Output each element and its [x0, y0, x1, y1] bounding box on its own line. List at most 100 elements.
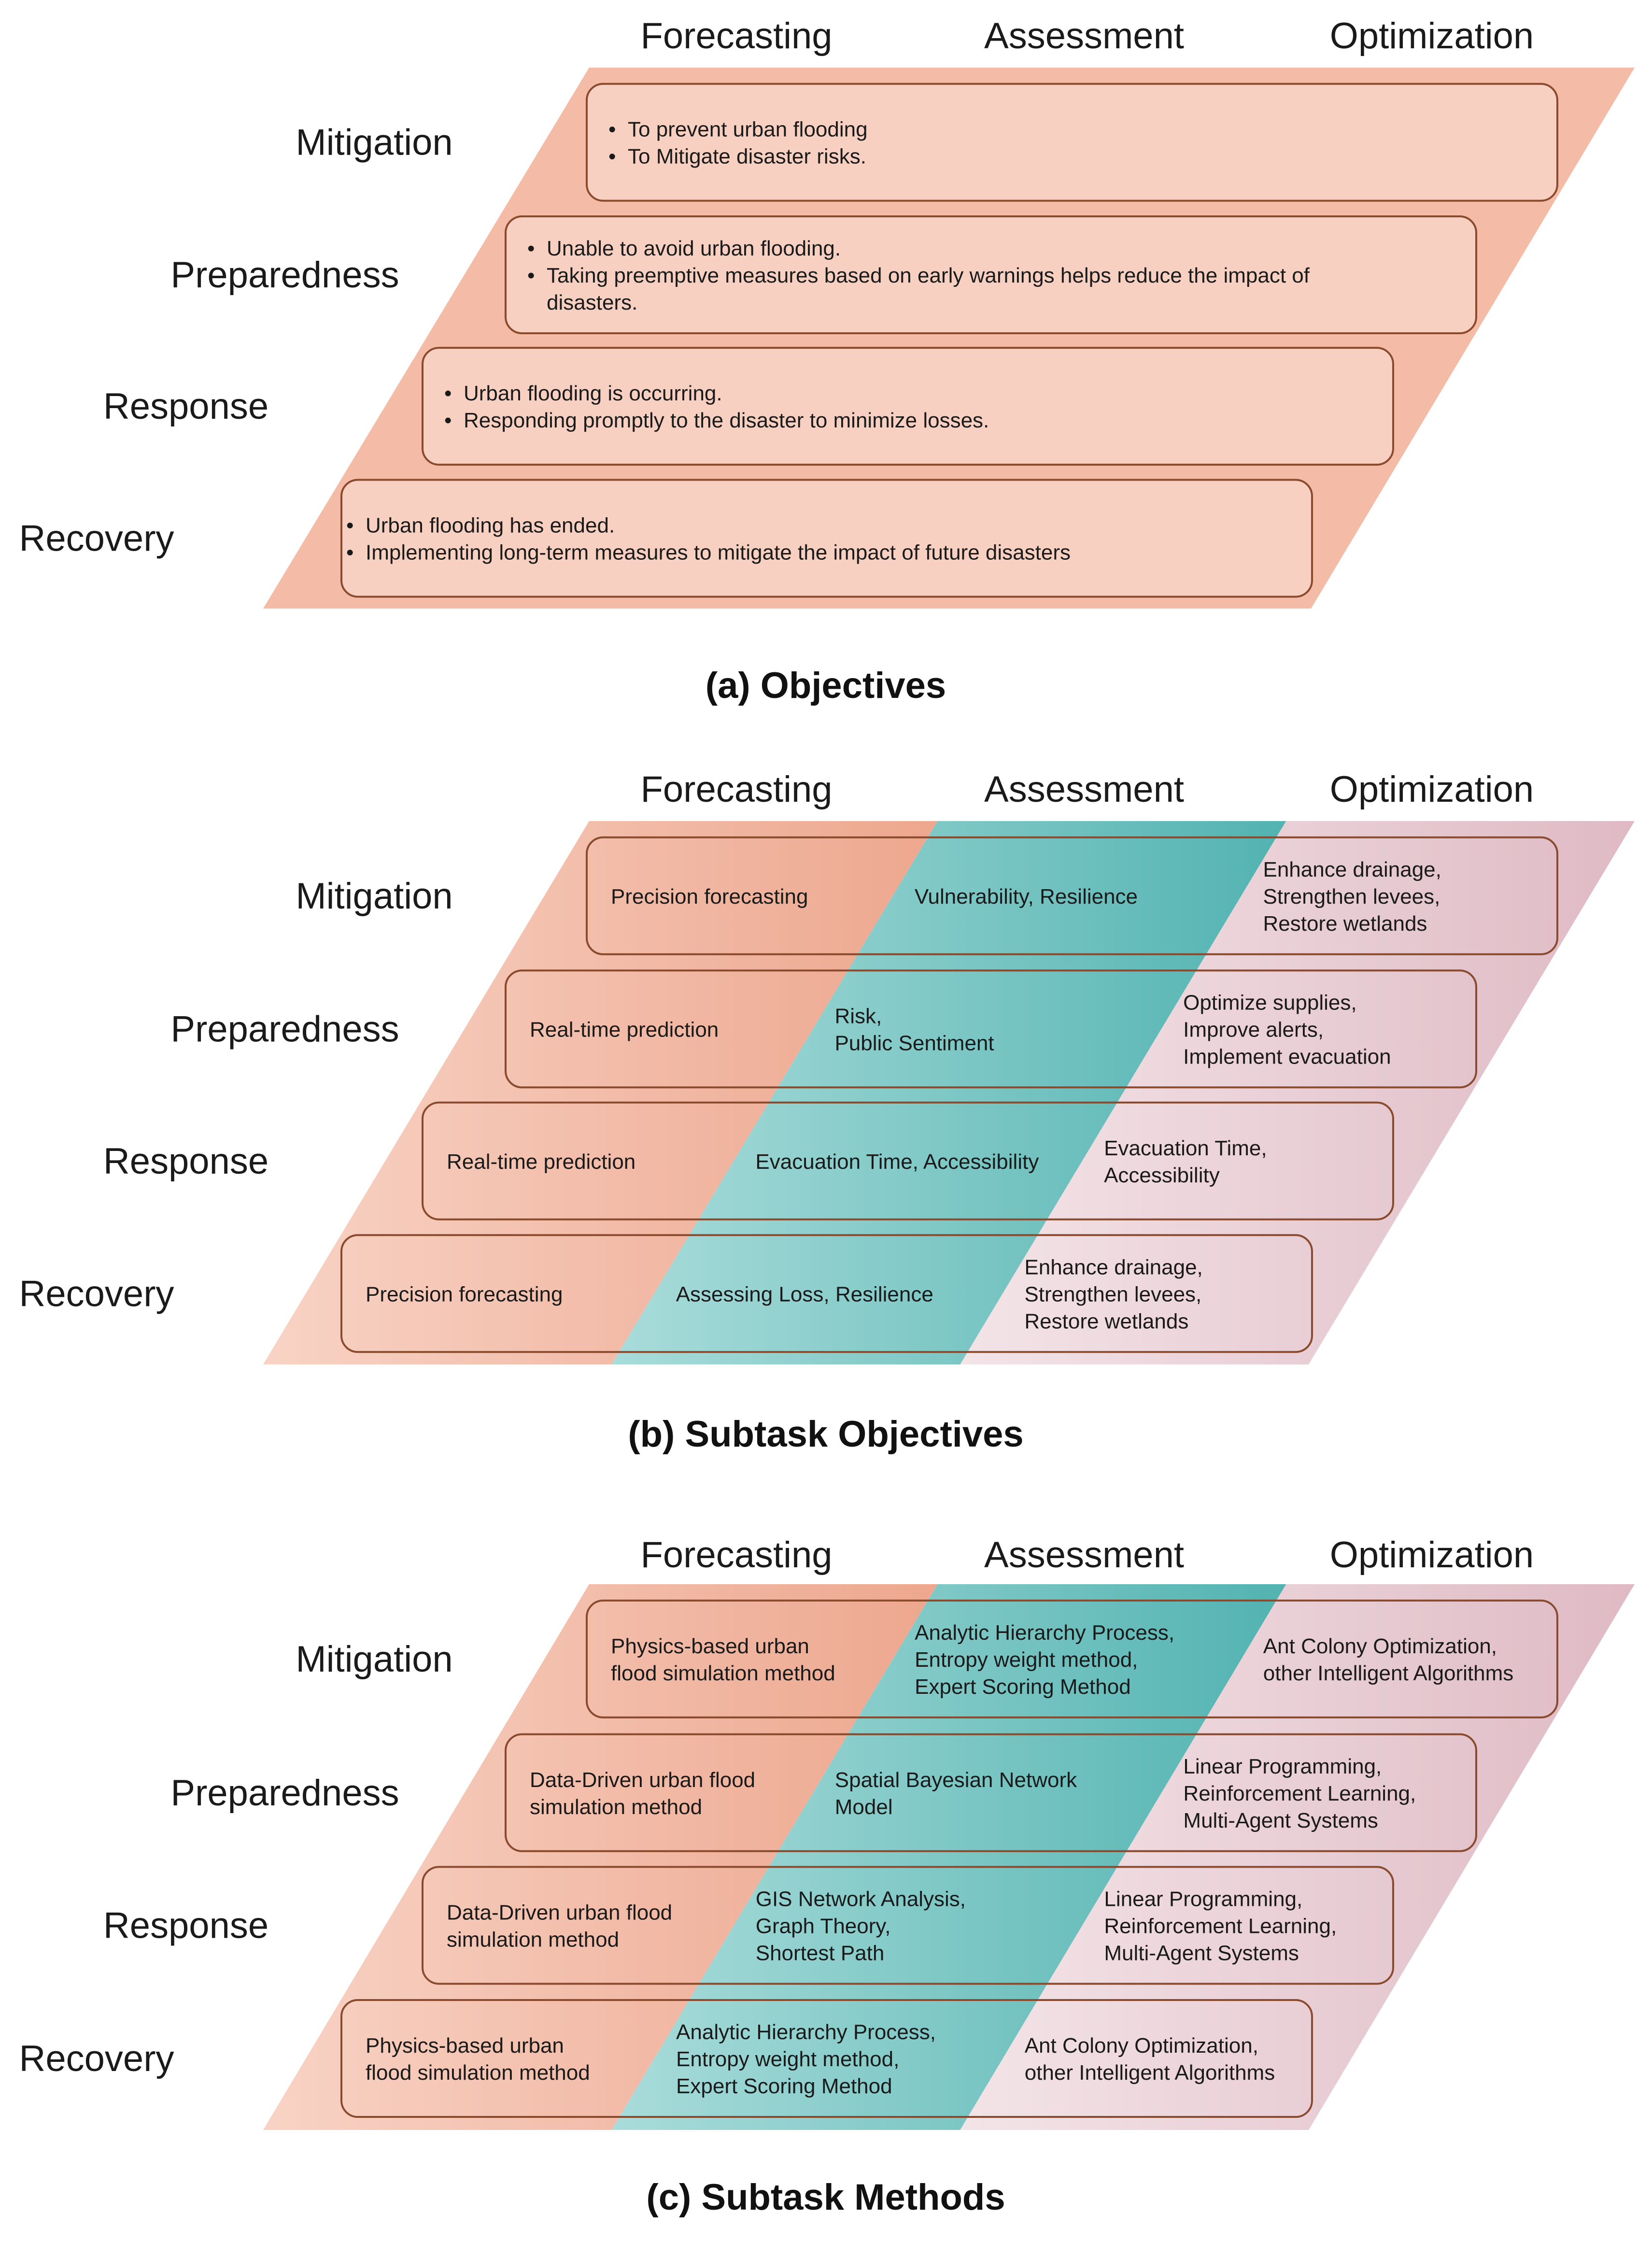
row-label-preparedness: Preparedness	[170, 1773, 399, 1814]
subtask-method-forecasting: Physics-based urban	[611, 1634, 809, 1658]
column-header-optimization: Optimization	[1330, 769, 1534, 810]
subtask-method-assessment: GIS Network Analysis,	[756, 1887, 966, 1911]
subtask-method-optimization: Reinforcement Learning,	[1104, 1914, 1337, 1938]
forecasting-band	[263, 821, 938, 1364]
subtask-objective-assessment: Evacuation Time, Accessibility	[755, 1150, 1039, 1174]
subtask-objective-optimization: Enhance drainage,	[1263, 858, 1441, 881]
optimization-band	[960, 821, 1635, 1364]
subtask-objective-optimization: Strengthen levees,	[1263, 885, 1440, 908]
subtask-method-assessment: Analytic Hierarchy Process,	[676, 2020, 936, 2044]
row-box-response	[422, 1866, 1394, 1985]
column-header-assessment: Assessment	[984, 769, 1184, 810]
objective-text: Urban flooding is occurring.	[464, 382, 722, 405]
bullet-icon: •	[527, 237, 535, 260]
subtask-method-assessment: Analytic Hierarchy Process,	[915, 1621, 1174, 1645]
background-band	[263, 68, 1635, 609]
subtask-method-assessment: Shortest Path	[756, 1941, 885, 1965]
subtask-objective-assessment: Public Sentiment	[834, 1031, 994, 1055]
objective-text: To Mitigate disaster risks.	[628, 145, 866, 169]
bullet-icon: •	[444, 382, 452, 405]
subtask-objective-optimization: Optimize supplies,	[1183, 991, 1356, 1014]
subtask-method-optimization: other Intelligent Algorithms	[1025, 2061, 1275, 2085]
subtask-method-forecasting: simulation method	[447, 1928, 619, 1951]
column-header-forecasting: Forecasting	[640, 15, 832, 57]
row-label-response: Response	[103, 1141, 268, 1182]
subtask-objective-optimization: Strengthen levees,	[1024, 1282, 1201, 1306]
row-box-response	[422, 1101, 1394, 1220]
panel-b	[263, 821, 1635, 1364]
subtask-objective-forecasting: Real-time prediction	[447, 1150, 635, 1174]
subtask-objective-optimization: Restore wetlands	[1263, 912, 1427, 936]
objective-text: Urban flooding has ended.	[366, 513, 615, 537]
subtask-method-optimization: Ant Colony Optimization,	[1263, 1634, 1497, 1658]
subtask-method-assessment: Expert Scoring Method	[676, 2074, 892, 2098]
subtask-method-assessment: Entropy weight method,	[676, 2047, 899, 2071]
panel-caption: (a) Objectives	[706, 665, 946, 706]
bullet-icon: •	[346, 513, 353, 537]
subtask-objective-optimization: Restore wetlands	[1024, 1309, 1188, 1333]
row-label-response: Response	[103, 1905, 268, 1946]
assessment-band	[611, 1584, 1286, 2130]
subtask-method-assessment: Entropy weight method,	[915, 1648, 1138, 1672]
subtask-method-forecasting: Data-Driven urban flood	[530, 1768, 755, 1792]
subtask-method-optimization: Reinforcement Learning,	[1183, 1782, 1416, 1805]
subtask-method-assessment: Model	[835, 1795, 893, 1819]
row-label-preparedness: Preparedness	[170, 1008, 399, 1050]
subtask-method-optimization: Linear Programming,	[1104, 1887, 1302, 1911]
objective-text: Unable to avoid urban flooding.	[547, 237, 841, 260]
subtask-objective-optimization: Evacuation Time,	[1104, 1136, 1267, 1160]
column-header-assessment: Assessment	[984, 15, 1184, 57]
subtask-method-forecasting: Data-Driven urban flood	[447, 1901, 672, 1924]
subtask-objective-forecasting: Precision forecasting	[611, 885, 808, 908]
subtask-method-optimization: Linear Programming,	[1183, 1755, 1382, 1778]
objective-text: disasters.	[547, 291, 637, 314]
bullet-icon: •	[444, 409, 452, 432]
subtask-method-assessment: Graph Theory,	[756, 1914, 891, 1938]
subtask-method-forecasting: flood simulation method	[611, 1661, 835, 1685]
row-label-mitigation: Mitigation	[296, 122, 452, 163]
row-label-response: Response	[103, 386, 268, 427]
row-box-mitigation	[586, 1599, 1558, 1718]
row-label-mitigation: Mitigation	[296, 876, 452, 917]
row-label-recovery: Recovery	[19, 1273, 174, 1314]
objective-text: Implementing long-term measures to mitig…	[366, 540, 1071, 564]
bullet-icon: •	[608, 145, 616, 169]
row-box-preparedness	[505, 969, 1477, 1089]
subtask-objective-assessment: Assessing Loss, Resilience	[676, 1282, 933, 1306]
row-box-recovery	[340, 1999, 1313, 2118]
subtask-objective-optimization: Improve alerts,	[1183, 1018, 1324, 1041]
bullet-icon: •	[527, 264, 535, 287]
row-box-recovery	[340, 479, 1313, 598]
column-header-assessment: Assessment	[984, 1534, 1184, 1575]
column-header-optimization: Optimization	[1330, 1534, 1534, 1575]
subtask-objective-forecasting: Precision forecasting	[366, 1282, 563, 1306]
panel-caption: (b) Subtask Objectives	[628, 1414, 1023, 1455]
objective-text: To prevent urban flooding	[628, 118, 868, 142]
subtask-objective-assessment: Risk,	[834, 1004, 882, 1028]
subtask-method-forecasting: flood simulation method	[366, 2061, 590, 2085]
subtask-method-optimization: Multi-Agent Systems	[1104, 1941, 1299, 1965]
subtask-objective-optimization: Accessibility	[1104, 1164, 1220, 1187]
objective-text: Responding promptly to the disaster to m…	[464, 409, 989, 432]
assessment-band	[611, 821, 1286, 1364]
subtask-objective-forecasting: Real-time prediction	[530, 1018, 719, 1041]
panel-caption: (c) Subtask Methods	[646, 2177, 1005, 2218]
panel-a	[263, 68, 1635, 609]
row-box-preparedness	[505, 215, 1477, 334]
subtask-method-assessment: Spatial Bayesian Network	[835, 1768, 1077, 1792]
row-box-response	[422, 347, 1394, 466]
optimization-band	[960, 1584, 1635, 2130]
row-label-recovery: Recovery	[19, 2038, 174, 2079]
subtask-objective-optimization: Enhance drainage,	[1024, 1255, 1202, 1279]
subtask-objective-assessment: Vulnerability, Resilience	[915, 885, 1138, 908]
forecasting-band	[263, 1584, 938, 2130]
row-box-mitigation	[586, 83, 1558, 202]
row-label-recovery: Recovery	[19, 518, 174, 559]
column-header-forecasting: Forecasting	[640, 1534, 832, 1575]
bullet-icon: •	[346, 540, 353, 564]
subtask-method-forecasting: simulation method	[530, 1795, 702, 1819]
row-box-recovery	[340, 1234, 1313, 1353]
objective-text: Taking preemptive measures based on earl…	[547, 264, 1310, 287]
